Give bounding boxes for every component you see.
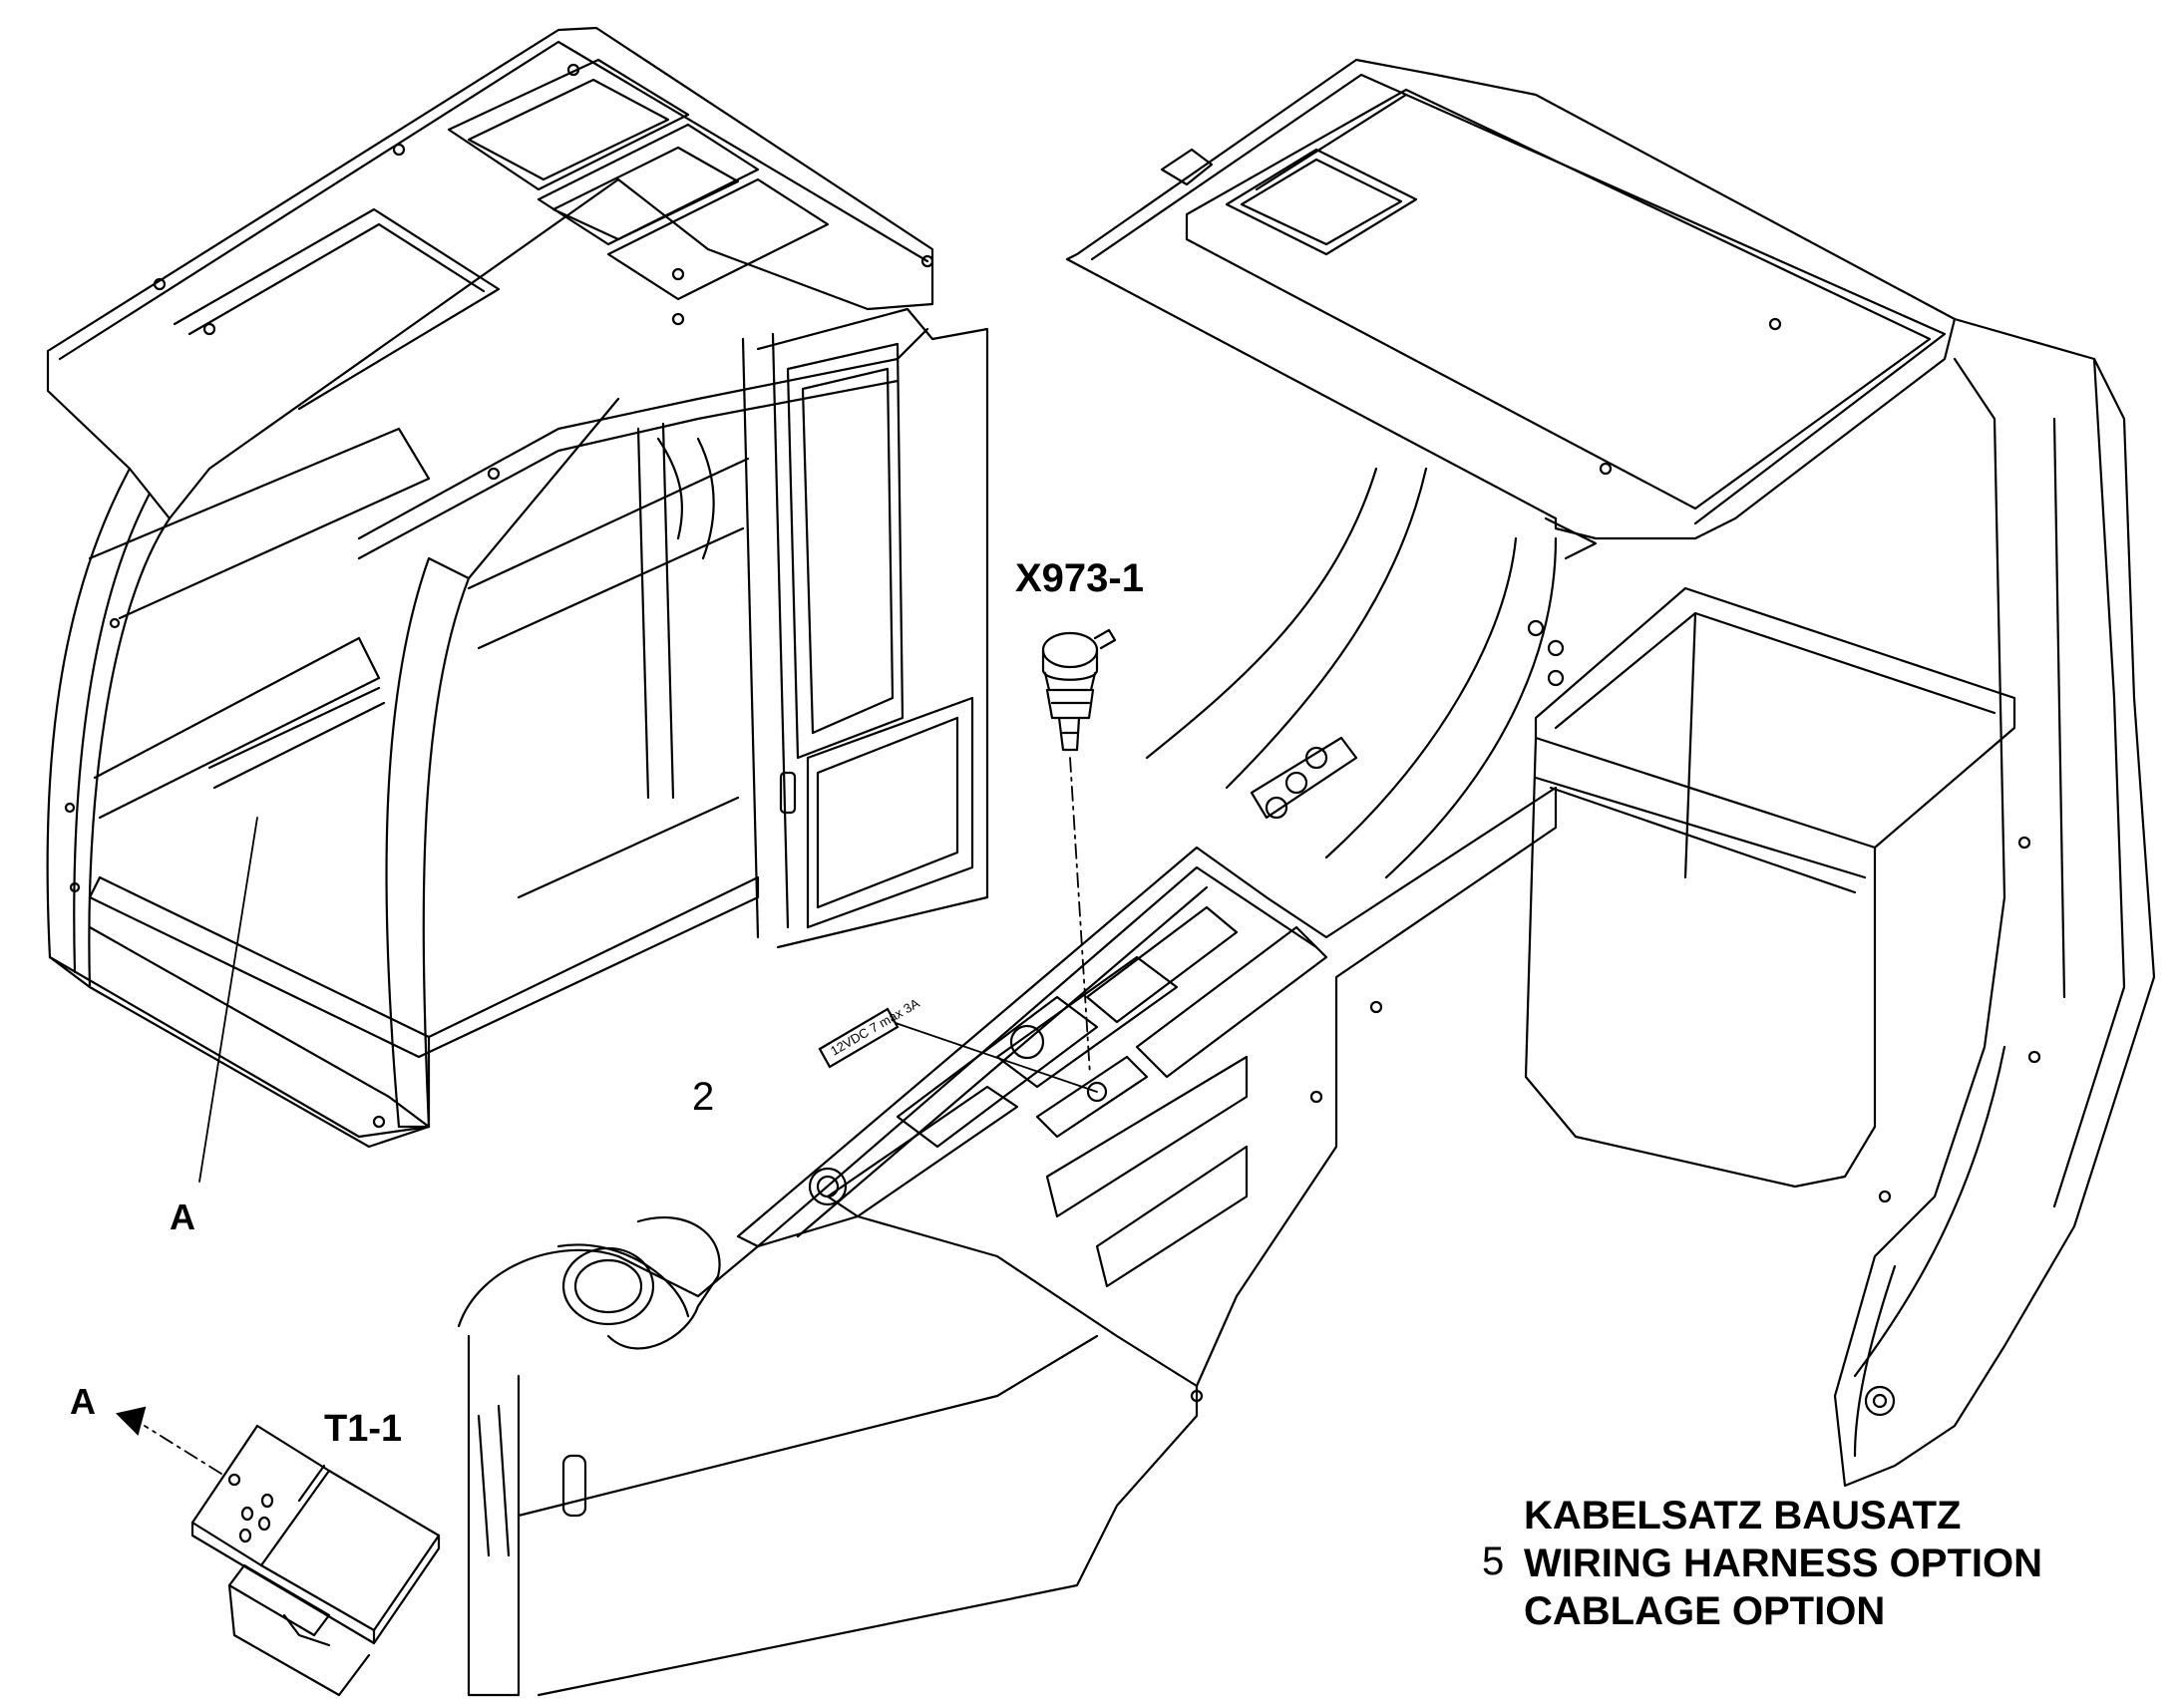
caption-line-english: WIRING HARNESS OPTION <box>1524 1541 2043 1585</box>
decal-label: 12VDC 7 max 3A <box>818 995 922 1069</box>
view-arrow-icon <box>116 1406 147 1436</box>
caption-line-german: KABELSATZ BAUSATZ <box>1524 1494 1962 1537</box>
transformer-t1-1 <box>190 1424 441 1697</box>
connector-callout-label: X973-1 <box>1015 556 1144 600</box>
console-floor-assembly <box>457 58 2156 1697</box>
transformer-callout-label: T1-1 <box>324 1408 403 1450</box>
caption-lines: KABELSATZ BAUSATZ WIRING HARNESS OPTION … <box>1524 1492 2042 1635</box>
cab-frame <box>46 26 989 1149</box>
caption-item-number: 5 <box>1482 1539 1505 1583</box>
caption-line-french: CABLAGE OPTION <box>1524 1589 1886 1633</box>
item-number-label: 2 <box>692 1075 715 1119</box>
connector-x973-1 <box>1041 628 1117 752</box>
view-ref-label-bottom: A <box>70 1381 96 1422</box>
view-ref-label-top: A <box>170 1196 195 1237</box>
